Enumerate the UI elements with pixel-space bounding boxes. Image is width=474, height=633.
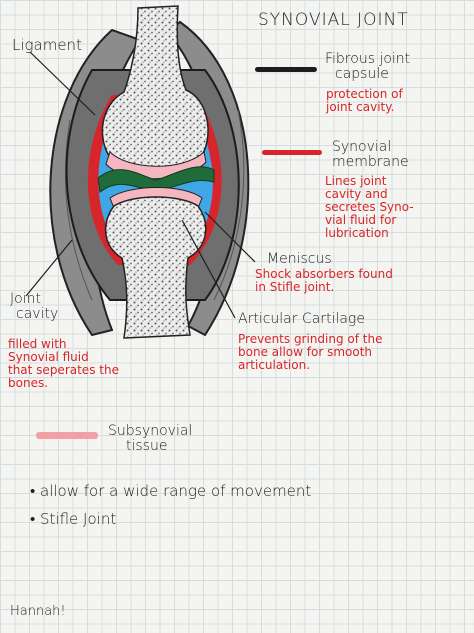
page-title: SYNOVIAL JOINT xyxy=(258,10,409,30)
joint-cavity-label: Joint cavity xyxy=(10,291,59,322)
bullet-item: • Stifle Joint xyxy=(30,510,117,528)
synovial-membrane-label: Synovial membrane xyxy=(332,139,409,170)
synovial-membrane-note: Lines joint cavity and secretes Syno- vi… xyxy=(325,174,414,240)
meniscus-label: Meniscus xyxy=(267,251,332,267)
articular-cartilage-note: Prevents grinding of the bone allow for … xyxy=(238,332,383,372)
lower-bone xyxy=(104,196,207,339)
bullet-item: • allow for a wide range of movement xyxy=(30,482,312,500)
subsynovial-label: Subsynovial tissue xyxy=(108,423,193,454)
fibrous-capsule-label: Fibrous joint capsule xyxy=(325,51,411,82)
meniscus-note: Shock absorbers found in Stifle joint. xyxy=(255,267,393,294)
fibrous-capsule-swatch xyxy=(255,67,317,72)
articular-cartilage-label: Articular Cartilage xyxy=(238,311,365,327)
fibrous-capsule-note: protection of joint cavity. xyxy=(326,87,403,114)
synovial-membrane-swatch xyxy=(262,150,322,155)
ligament-label: Ligament xyxy=(12,36,82,54)
signature: Hannah! xyxy=(10,604,66,619)
subsynovial-swatch xyxy=(36,432,98,439)
meniscus xyxy=(97,166,215,193)
joint-cavity-note: filled with Synovial fluid that seperate… xyxy=(8,337,119,390)
